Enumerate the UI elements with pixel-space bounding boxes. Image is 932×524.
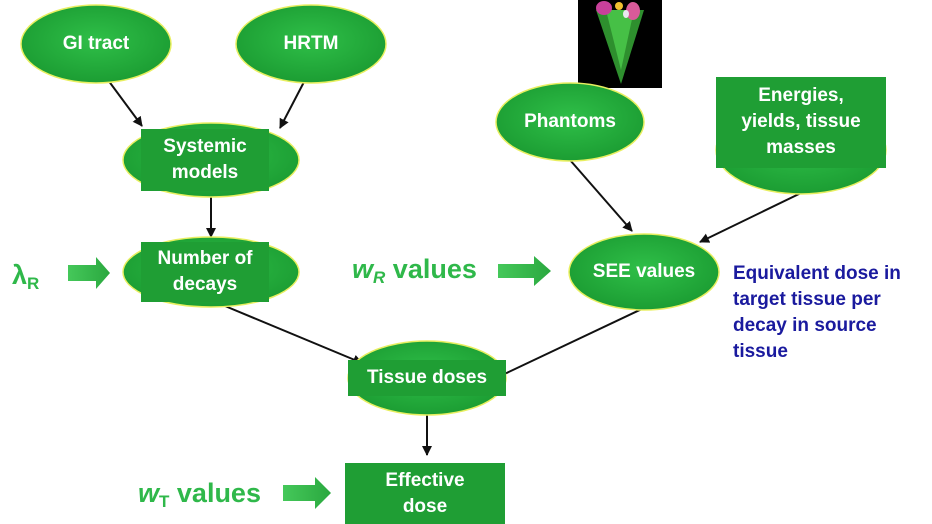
effective-dose-node bbox=[345, 463, 505, 524]
systemic-models-label: Systemic models bbox=[163, 136, 247, 183]
gi-tract-label: GI tract bbox=[62, 33, 130, 54]
hrtm-label: HRTM bbox=[283, 33, 339, 54]
energies-label: Energies, yields, tissue masses bbox=[741, 85, 861, 158]
see-values-node bbox=[568, 233, 720, 311]
wt-input-arrow bbox=[283, 477, 331, 509]
arrow-phantoms-to-see bbox=[569, 159, 633, 232]
see-values-label: SEE values bbox=[592, 261, 696, 282]
see-definition-note: Equivalent dose in target tissue per dec… bbox=[733, 263, 901, 362]
lambda-input-arrow bbox=[68, 257, 110, 289]
phantoms-label: Phantoms bbox=[524, 111, 616, 132]
arrow-hrtm-to-systemic bbox=[279, 79, 306, 129]
arrow-decays-to-tissue bbox=[224, 305, 363, 365]
hrtm-node bbox=[235, 4, 387, 84]
lambda-r-label: λR bbox=[12, 260, 40, 293]
wr-values-label: wR values bbox=[352, 254, 477, 287]
phantoms-node bbox=[495, 82, 645, 162]
wt-values-label: wT values bbox=[138, 478, 261, 511]
arrow-energies-to-see bbox=[699, 192, 802, 243]
tissue-doses-label: Tissue doses bbox=[366, 367, 488, 388]
arrow-gi-to-systemic bbox=[107, 79, 143, 127]
gi-tract-node bbox=[20, 4, 172, 84]
phantom-image bbox=[578, 0, 662, 88]
arrow-see-to-tissue bbox=[495, 307, 645, 379]
effective-dose-label: Effective dose bbox=[385, 469, 465, 517]
wr-input-arrow bbox=[498, 256, 551, 286]
number-of-decays-label: Number of decays bbox=[157, 248, 253, 295]
